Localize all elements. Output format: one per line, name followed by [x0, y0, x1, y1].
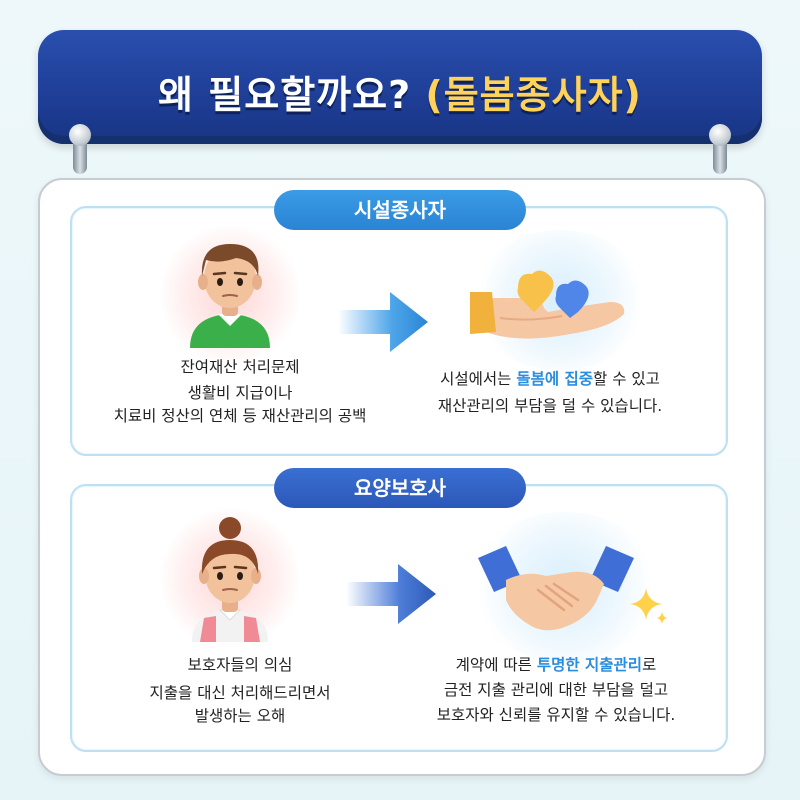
- benefit-line-2b: 금전 지출 관리에 대한 부담을 덜고: [443, 681, 669, 699]
- arrow-right-icon: [346, 564, 436, 624]
- banner-title: 왜 필요할까요? (돌봄종사자): [38, 64, 762, 119]
- section-label-facility-worker: 시설종사자: [274, 190, 526, 230]
- problem-line-1b: 치료비 정산의 연체 등 재산관리의 공백: [113, 407, 367, 425]
- handshake-icon: [478, 546, 634, 631]
- problem-line-2b: 발생하는 오해: [194, 707, 286, 725]
- arrow-right-icon: [338, 292, 428, 352]
- benefit-line-2c: 보호자와 신뢰를 유지할 수 있습니다.: [436, 706, 676, 724]
- title-banner: 왜 필요할까요? (돌봄종사자): [38, 30, 762, 144]
- problem-line-2a: 지출을 대신 처리해드리면서: [149, 684, 331, 702]
- benefit-text-pre-2: 계약에 따른: [455, 656, 537, 674]
- benefit-highlight-1: 돌봄에 집중: [516, 370, 594, 388]
- section-label-care-worker: 요양보호사: [274, 468, 526, 508]
- right-ring-head-icon: [709, 124, 731, 146]
- problem-title-1: 잔여재산 처리문제: [180, 358, 300, 376]
- benefit-line-1a: 시설에서는 돌봄에 집중할 수 있고: [400, 368, 700, 391]
- left-ring-head-icon: [69, 124, 91, 146]
- woman-avatar-icon: [192, 517, 268, 642]
- banner-subtitle: (돌봄종사자): [425, 73, 642, 117]
- benefit-line-2a: 계약에 따른 투명한 지출관리로: [396, 654, 716, 677]
- problem-title-2: 보호자들의 의심: [187, 656, 293, 674]
- benefit-highlight-2: 투명한 지출관리: [536, 656, 643, 674]
- problem-line-1a: 생활비 지급이나: [187, 384, 293, 402]
- benefit-text-post-1: 할 수 있고: [593, 370, 660, 388]
- benefit-text-post-2: 로: [642, 656, 657, 674]
- banner-title-main: 왜 필요할까요?: [158, 73, 412, 117]
- man-avatar-icon: [190, 244, 270, 348]
- benefit-text-pre-1: 시설에서는: [440, 370, 517, 388]
- hearts-in-hand-icon: [470, 270, 625, 339]
- sparkle-icon: [630, 588, 667, 624]
- benefit-line-1b: 재산관리의 부담을 덜 수 있습니다.: [437, 397, 663, 415]
